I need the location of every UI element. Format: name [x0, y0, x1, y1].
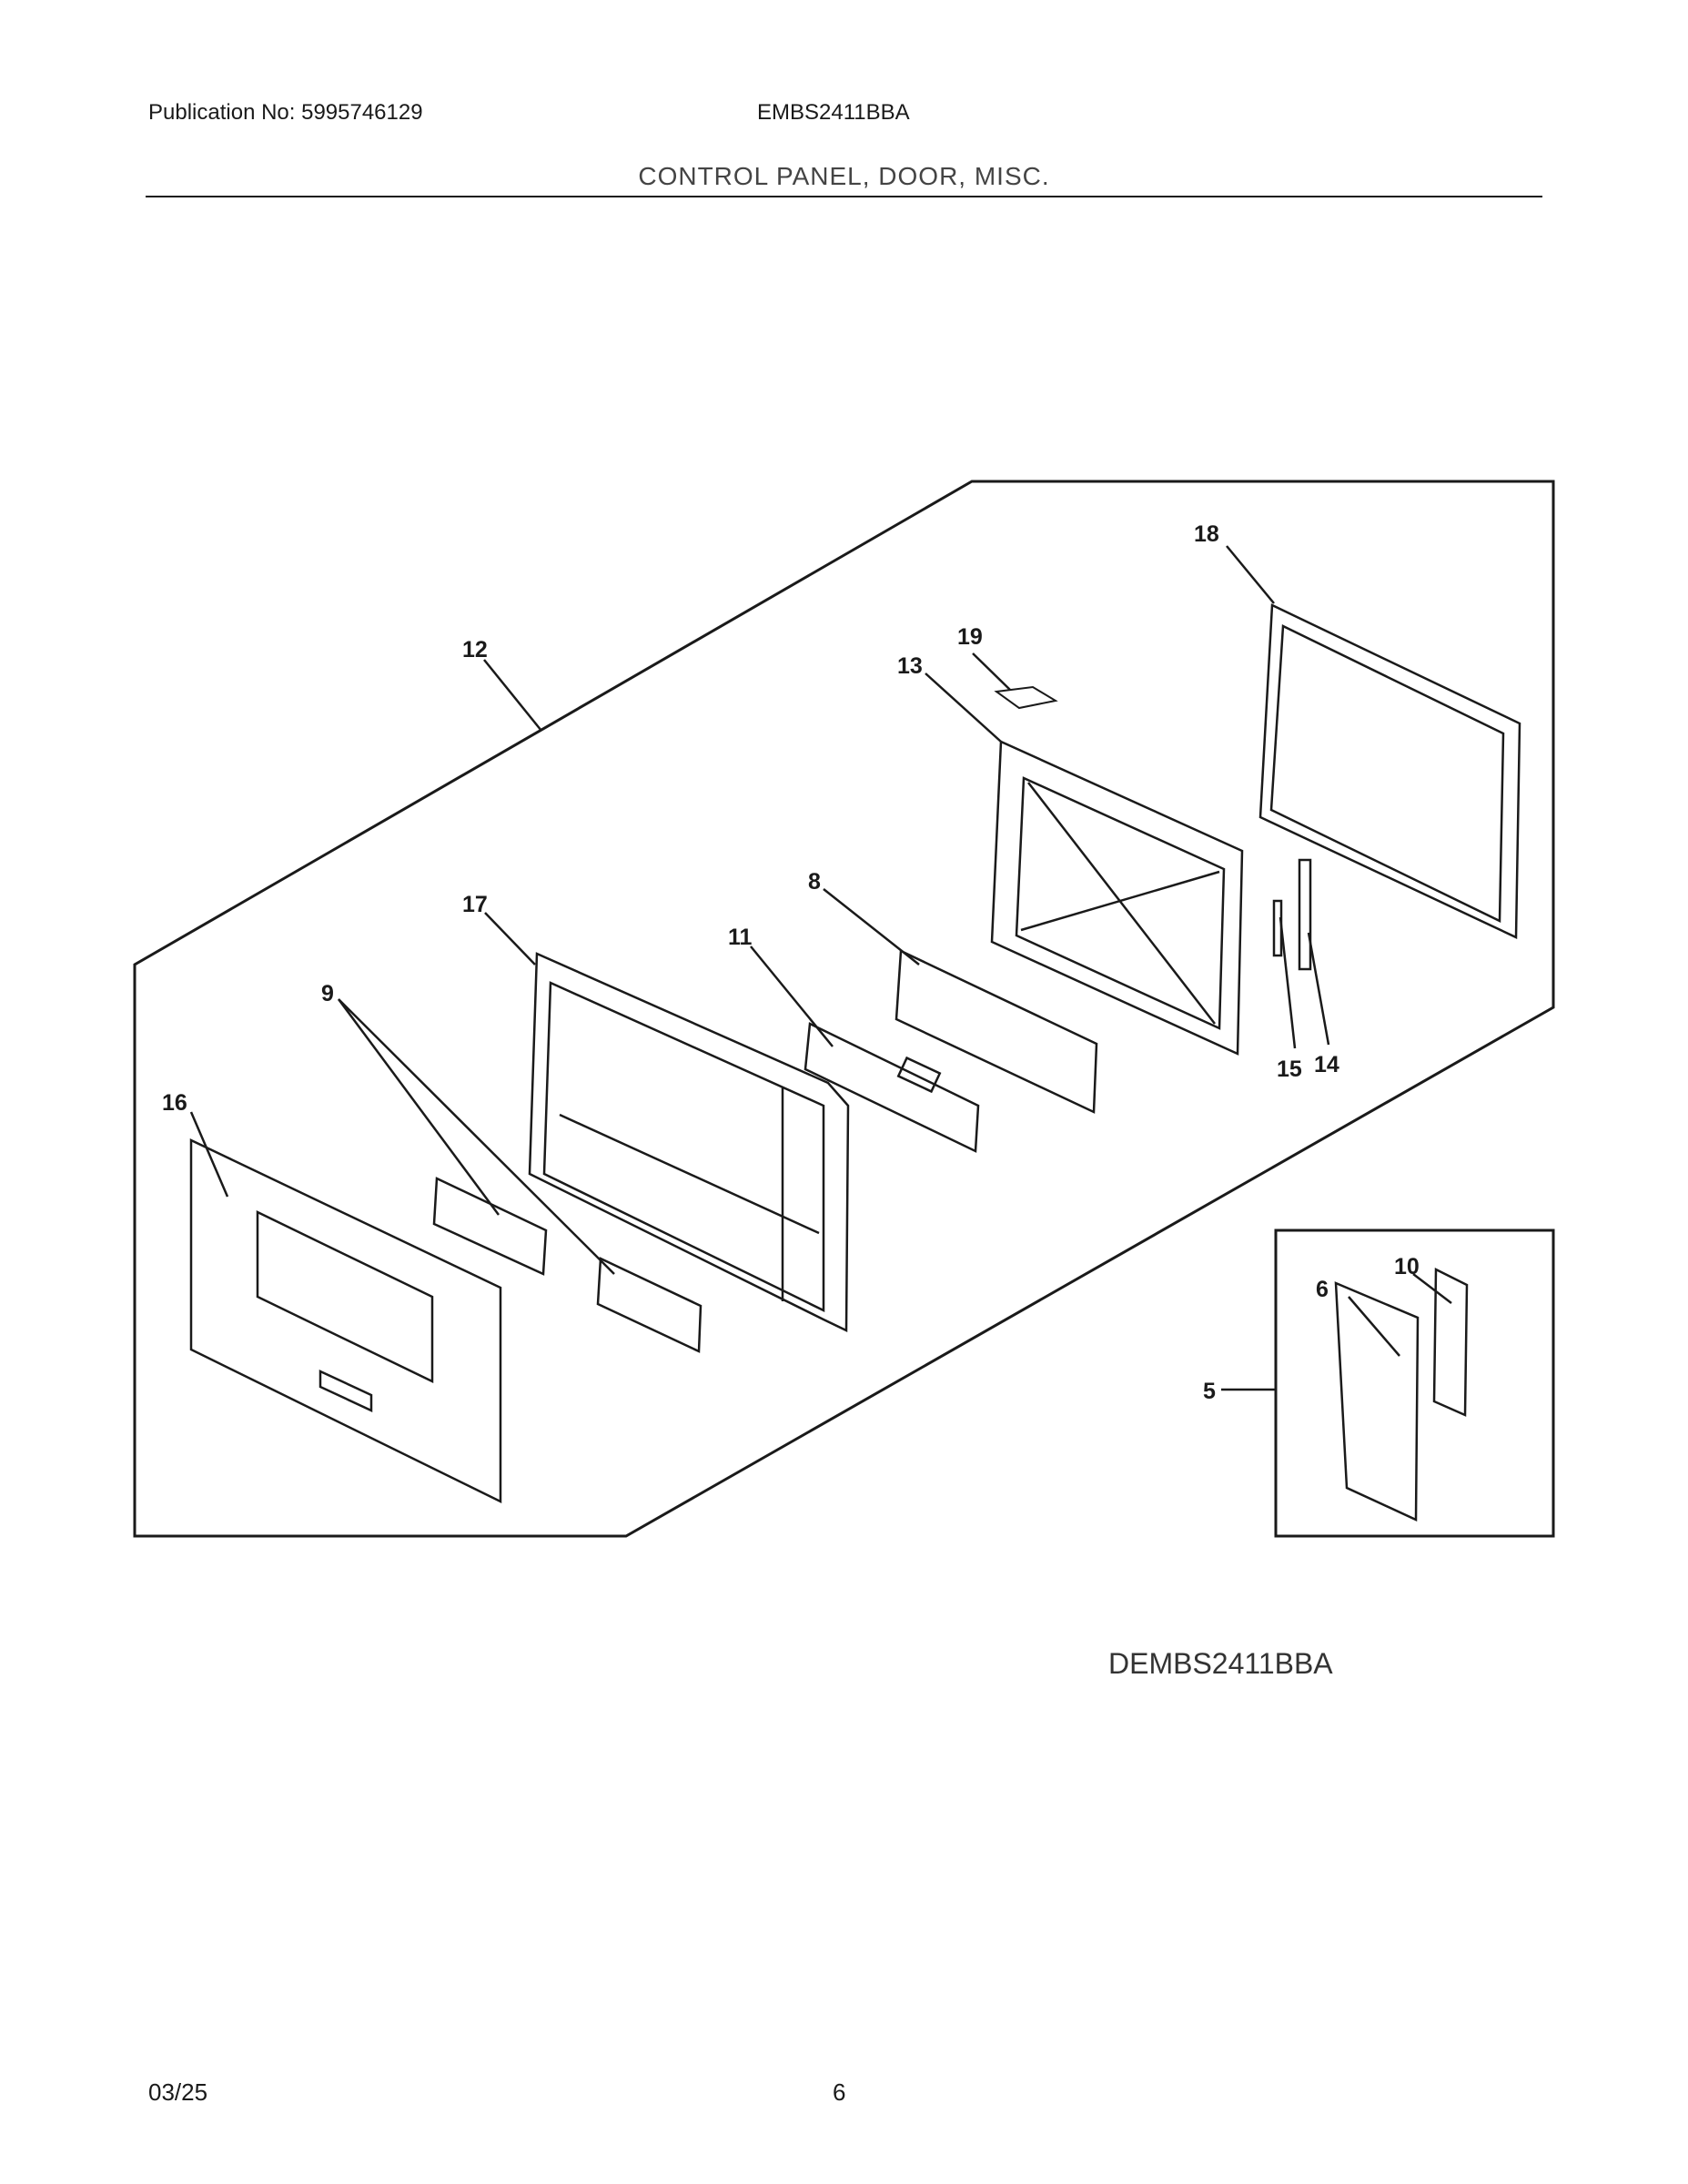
callout-13: 13 [897, 653, 923, 679]
callout-18: 18 [1194, 521, 1219, 547]
part-17-control-frame [528, 952, 850, 1332]
part-8-shield [895, 949, 1098, 1114]
callout-17: 17 [462, 892, 488, 917]
callout-9: 9 [321, 981, 334, 1006]
header-rule [146, 196, 1542, 197]
figure-id: DEMBS2411BBA [1108, 1647, 1333, 1680]
page-title: CONTROL PANEL, DOOR, MISC. [638, 162, 1050, 190]
page-number: 6 [833, 2078, 846, 2106]
part-14-latch [1298, 858, 1312, 971]
part-19-hinge [994, 685, 1058, 710]
part-10-handle-bracket [1432, 1267, 1469, 1417]
part-9-keypads [432, 1177, 702, 1353]
publication-number: Publication No: 5995746129 [148, 100, 423, 125]
part-11-control-board [804, 1022, 980, 1153]
callout-15: 15 [1277, 1057, 1302, 1082]
part-16-touch-panel [189, 1138, 502, 1504]
callout-5: 5 [1203, 1379, 1216, 1404]
assembly-boundary-12 [133, 480, 1555, 1538]
callout-8: 8 [808, 869, 821, 895]
model-number: EMBS2411BBA [757, 100, 910, 125]
callout-10: 10 [1394, 1254, 1420, 1279]
callout-11: 11 [728, 925, 753, 950]
leader-lines [189, 545, 1452, 1391]
part-15-spring [1272, 899, 1283, 957]
callout-6: 6 [1316, 1277, 1329, 1302]
callout-14: 14 [1314, 1052, 1339, 1077]
callout-16: 16 [162, 1090, 187, 1116]
part-18-door-frame [1258, 603, 1521, 939]
part-13-inner-door [990, 740, 1244, 1056]
part-6-handle [1334, 1281, 1420, 1522]
footer-date: 03/25 [148, 2078, 208, 2106]
inset-box-5 [1274, 1228, 1555, 1538]
callout-19: 19 [957, 624, 983, 650]
callout-12: 12 [462, 637, 488, 662]
